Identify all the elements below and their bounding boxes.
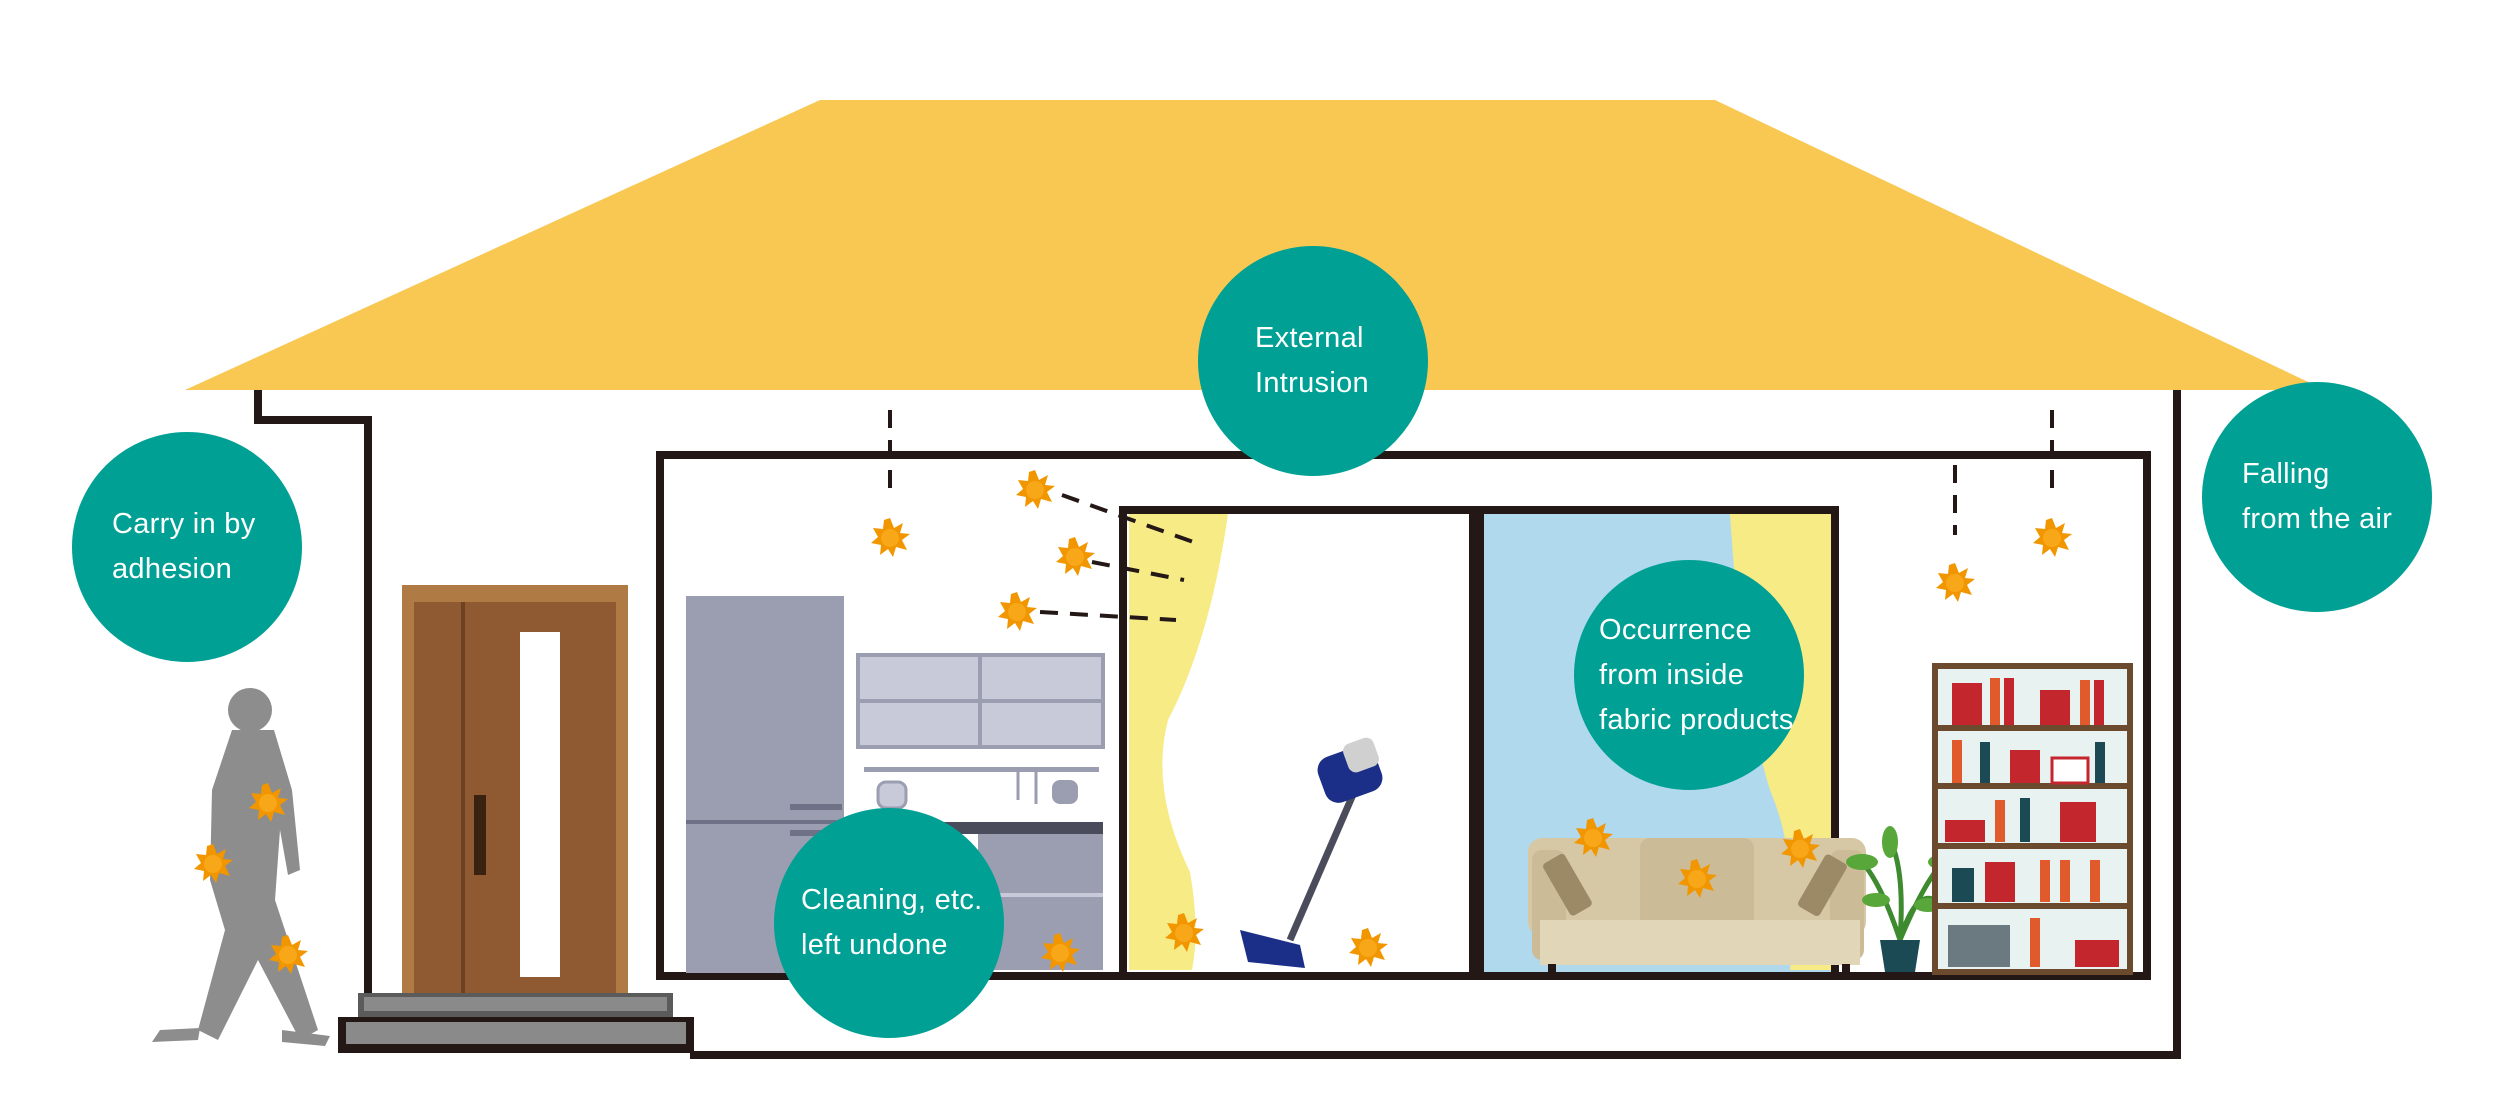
house-outline xyxy=(254,390,2181,1059)
vacuum-cleaner-icon xyxy=(1240,737,1383,968)
door-steps xyxy=(338,993,694,1053)
external-intrusion-label: External Intrusion xyxy=(1198,246,1428,476)
falling-from-air-label: Falling from the air xyxy=(2202,382,2432,612)
occurrence-fabric-label: Occurrence from inside fabric products xyxy=(1574,560,1804,790)
roof xyxy=(185,100,2325,390)
left-window xyxy=(1119,506,1477,980)
carry-in-label: Carry in by adhesion xyxy=(72,432,302,662)
curtain-icon xyxy=(1129,514,1228,970)
falling-dust-paths xyxy=(888,410,2054,622)
cleaning-undone-label: Cleaning, etc. left undone xyxy=(774,808,1004,1038)
bookshelf-icon xyxy=(1932,663,2133,975)
person-icon xyxy=(152,688,330,1046)
door-icon xyxy=(402,585,628,993)
